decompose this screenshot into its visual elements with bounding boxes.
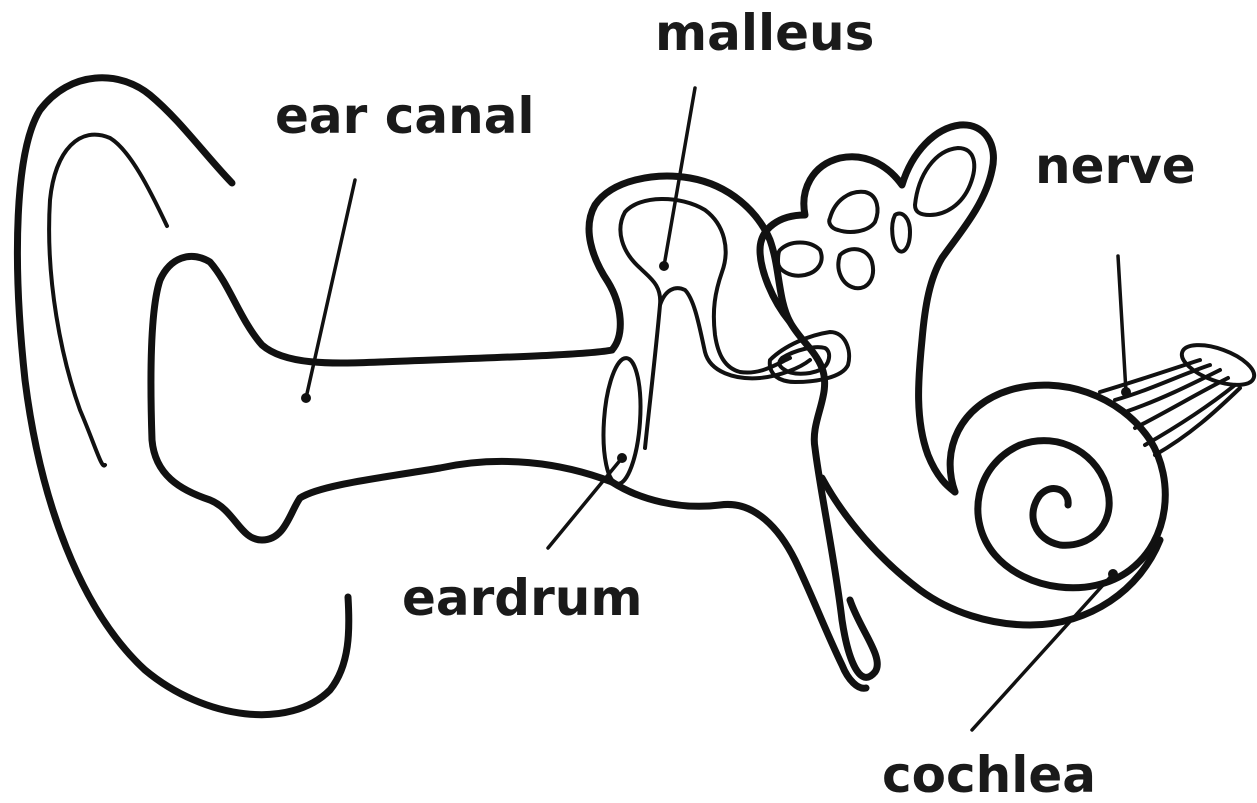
canal-window-2 <box>829 192 877 232</box>
label-cochlea: cochlea <box>882 746 1096 803</box>
label-eardrum: eardrum <box>402 569 642 627</box>
canal-window-1 <box>915 148 974 215</box>
nerve-leader <box>1118 256 1126 392</box>
ear-canal-dot <box>301 393 311 403</box>
pinna-outer-rim <box>17 78 348 715</box>
canal-window-3 <box>778 243 822 276</box>
cochlea-leader <box>972 574 1113 730</box>
canal-window-5 <box>892 214 910 252</box>
eardrum-membrane <box>600 357 645 485</box>
label-nerve: nerve <box>1035 137 1196 195</box>
nerve-dot <box>1121 387 1131 397</box>
cochlea-spiral <box>950 385 1165 588</box>
concha-outline <box>151 256 612 540</box>
cochlea-dot <box>1108 569 1118 579</box>
incus-bone <box>660 288 810 378</box>
label-malleus: malleus <box>655 4 874 62</box>
canal-window-4 <box>838 249 873 288</box>
eardrum-dot <box>617 453 627 463</box>
label-ear-canal: ear canal <box>275 87 535 145</box>
malleus-dot <box>659 261 669 271</box>
labels: ear canal malleus nerve eardrum cochlea <box>275 4 1196 803</box>
